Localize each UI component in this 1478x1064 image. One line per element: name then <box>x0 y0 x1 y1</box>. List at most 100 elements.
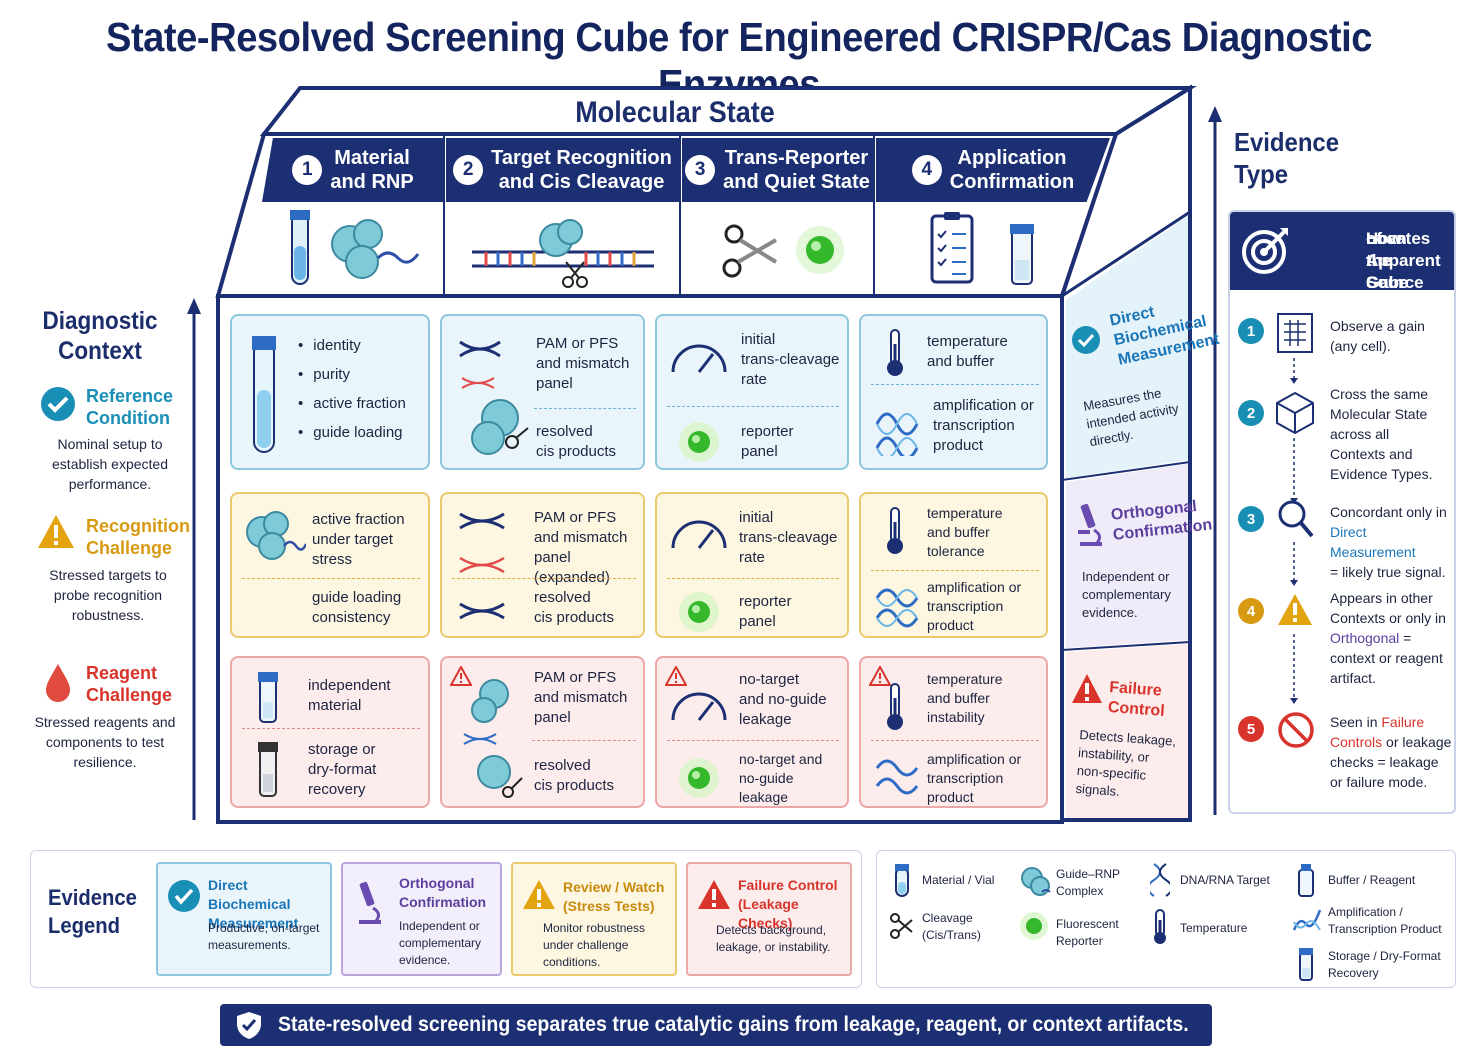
line: Appears in other <box>1330 590 1433 606</box>
context-name-line: Challenge <box>86 538 173 558</box>
microscope-icon <box>1078 503 1102 546</box>
line: context or reagent <box>1330 650 1443 666</box>
list-item: purity <box>298 365 406 385</box>
line: or leakage <box>1386 734 1452 750</box>
line: Detects background, <box>716 923 827 937</box>
target-icon <box>1242 228 1288 274</box>
vial-icon <box>258 672 278 723</box>
drop-icon <box>46 664 70 702</box>
line: (Leakage Checks) <box>738 896 799 931</box>
line: PAM or PFS <box>536 335 619 352</box>
line: Independent or <box>399 919 480 933</box>
title-line: How the Cube <box>1366 229 1409 292</box>
line: leakage <box>739 711 792 728</box>
highlight-text: Failure <box>1381 714 1425 730</box>
line: tolerance <box>927 543 985 559</box>
legend-card-desc: Detects background,leakage, or instabili… <box>716 922 831 956</box>
check-circle-icon <box>168 880 200 912</box>
desc-line: resilience. <box>73 754 137 770</box>
amplification-icon <box>875 759 919 795</box>
scissors-icon <box>722 224 778 278</box>
line: cis products <box>534 609 615 626</box>
check-circle-icon <box>41 387 75 421</box>
line: stress <box>312 551 353 568</box>
highlight-text: Orthogonal <box>1330 630 1400 646</box>
line: Reporter <box>1056 934 1103 948</box>
warning-icon <box>869 666 891 686</box>
line: recovery <box>308 781 366 798</box>
line: Measurement <box>208 915 299 931</box>
line: panel <box>739 613 776 630</box>
line: and buffer <box>927 524 990 540</box>
step-text: Observe a gain(any cell). <box>1330 316 1454 356</box>
line: and no-guide <box>739 691 827 708</box>
line: transcription <box>927 598 1004 614</box>
line: panel (expanded) <box>534 549 610 586</box>
line: initial <box>739 509 774 526</box>
line: under target <box>312 531 393 548</box>
list-item: active fraction <box>298 394 406 414</box>
context-name-line: Reference <box>86 386 174 406</box>
microscope-icon <box>359 881 381 924</box>
line: = likely true signal. <box>1330 564 1446 580</box>
column-title-line: and Quiet State <box>723 171 870 193</box>
fluorescent-reporter-icon <box>679 758 719 798</box>
thermometer-icon <box>1154 909 1166 944</box>
check-circle-icon <box>1072 326 1100 354</box>
line: PAM or PFS <box>534 669 617 686</box>
line: rate <box>739 549 765 566</box>
line: Recovery <box>1328 966 1379 980</box>
desc-line: Stressed targets to <box>49 567 167 583</box>
line: Cleavage <box>922 911 973 925</box>
line: Seen in <box>1330 714 1378 730</box>
title-line: Evidence <box>1234 127 1340 157</box>
line: non-specific <box>1076 762 1147 783</box>
line: transcription <box>927 770 1004 786</box>
title-line: Context <box>58 337 142 365</box>
line: Concordant only in <box>1330 504 1447 520</box>
column-number: 3 <box>685 155 716 185</box>
line: signals. <box>1075 780 1121 799</box>
dna-icon <box>459 512 505 620</box>
line: storage or <box>308 741 376 758</box>
storage-vial-icon <box>258 742 278 797</box>
line: amplification or <box>927 751 1022 767</box>
line: Guide–RNP <box>1056 867 1121 881</box>
line: no-guide <box>739 770 794 786</box>
line: product <box>927 789 974 805</box>
line: panel <box>536 375 573 392</box>
line: or failure mode. <box>1330 774 1428 790</box>
line: cis products <box>534 777 615 794</box>
legend-card-name: Failure Control(Leakage Checks) <box>738 876 850 933</box>
key-label: Material / Vial <box>922 872 994 889</box>
rnp-complex-icon <box>246 511 306 560</box>
desc-line: establish expected <box>52 456 168 472</box>
rnp-complex-icon <box>331 219 420 279</box>
fluorescent-reporter-icon <box>1020 912 1048 940</box>
line: resolved <box>534 757 591 774</box>
line: and buffer <box>927 690 990 706</box>
title-line: Type <box>1234 159 1289 189</box>
line: Confirmation <box>399 894 487 910</box>
